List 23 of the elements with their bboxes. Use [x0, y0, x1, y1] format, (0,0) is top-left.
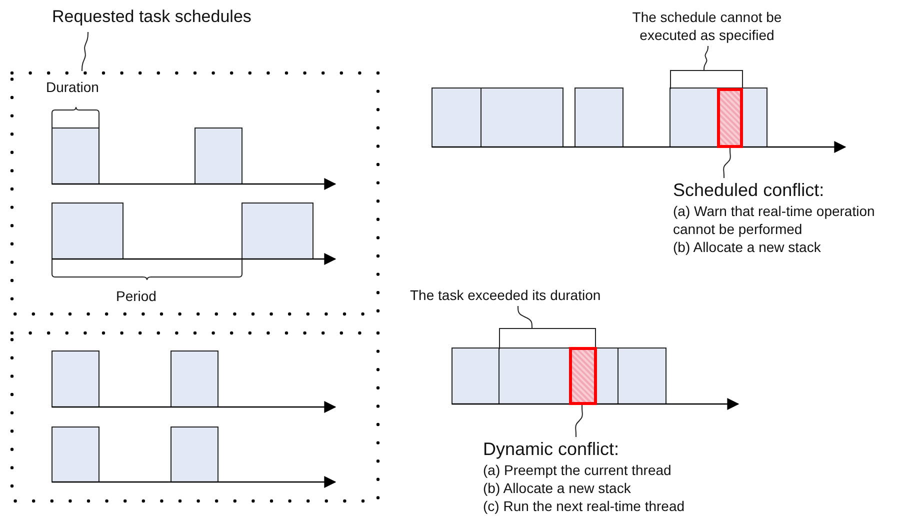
measure-label: Duration	[46, 79, 99, 95]
conflict-bar	[717, 88, 743, 148]
annotation-text: The schedule cannot be executed as specified	[631, 8, 783, 44]
bracket	[670, 70, 743, 89]
leader-line	[575, 404, 583, 438]
dotted-frame	[10, 331, 380, 503]
leader-line	[704, 46, 708, 70]
conflict-bar	[569, 347, 597, 405]
annotation-text: The task exceeded its duration	[410, 286, 601, 304]
measure-label: Period	[116, 288, 156, 304]
conflict-action: (c) Run the next real-time thread	[483, 497, 685, 515]
bracket	[499, 328, 596, 349]
conflict-heading: Dynamic conflict:	[483, 438, 620, 461]
leader-line	[82, 32, 88, 72]
conflict-action: (b) Allocate a new stack	[483, 479, 631, 497]
annotation-text: Requested task schedules	[52, 8, 252, 26]
dotted-frame	[10, 71, 380, 316]
conflict-heading: Scheduled conflict:	[673, 179, 824, 202]
leader-line	[518, 306, 532, 328]
conflict-action: (a) Warn that real-time operation cannot be performed	[673, 202, 876, 238]
leader-line	[723, 148, 731, 178]
conflict-action: (b) Allocate a new stack	[673, 238, 821, 256]
conflict-action: (a) Preempt the current thread	[483, 461, 672, 479]
